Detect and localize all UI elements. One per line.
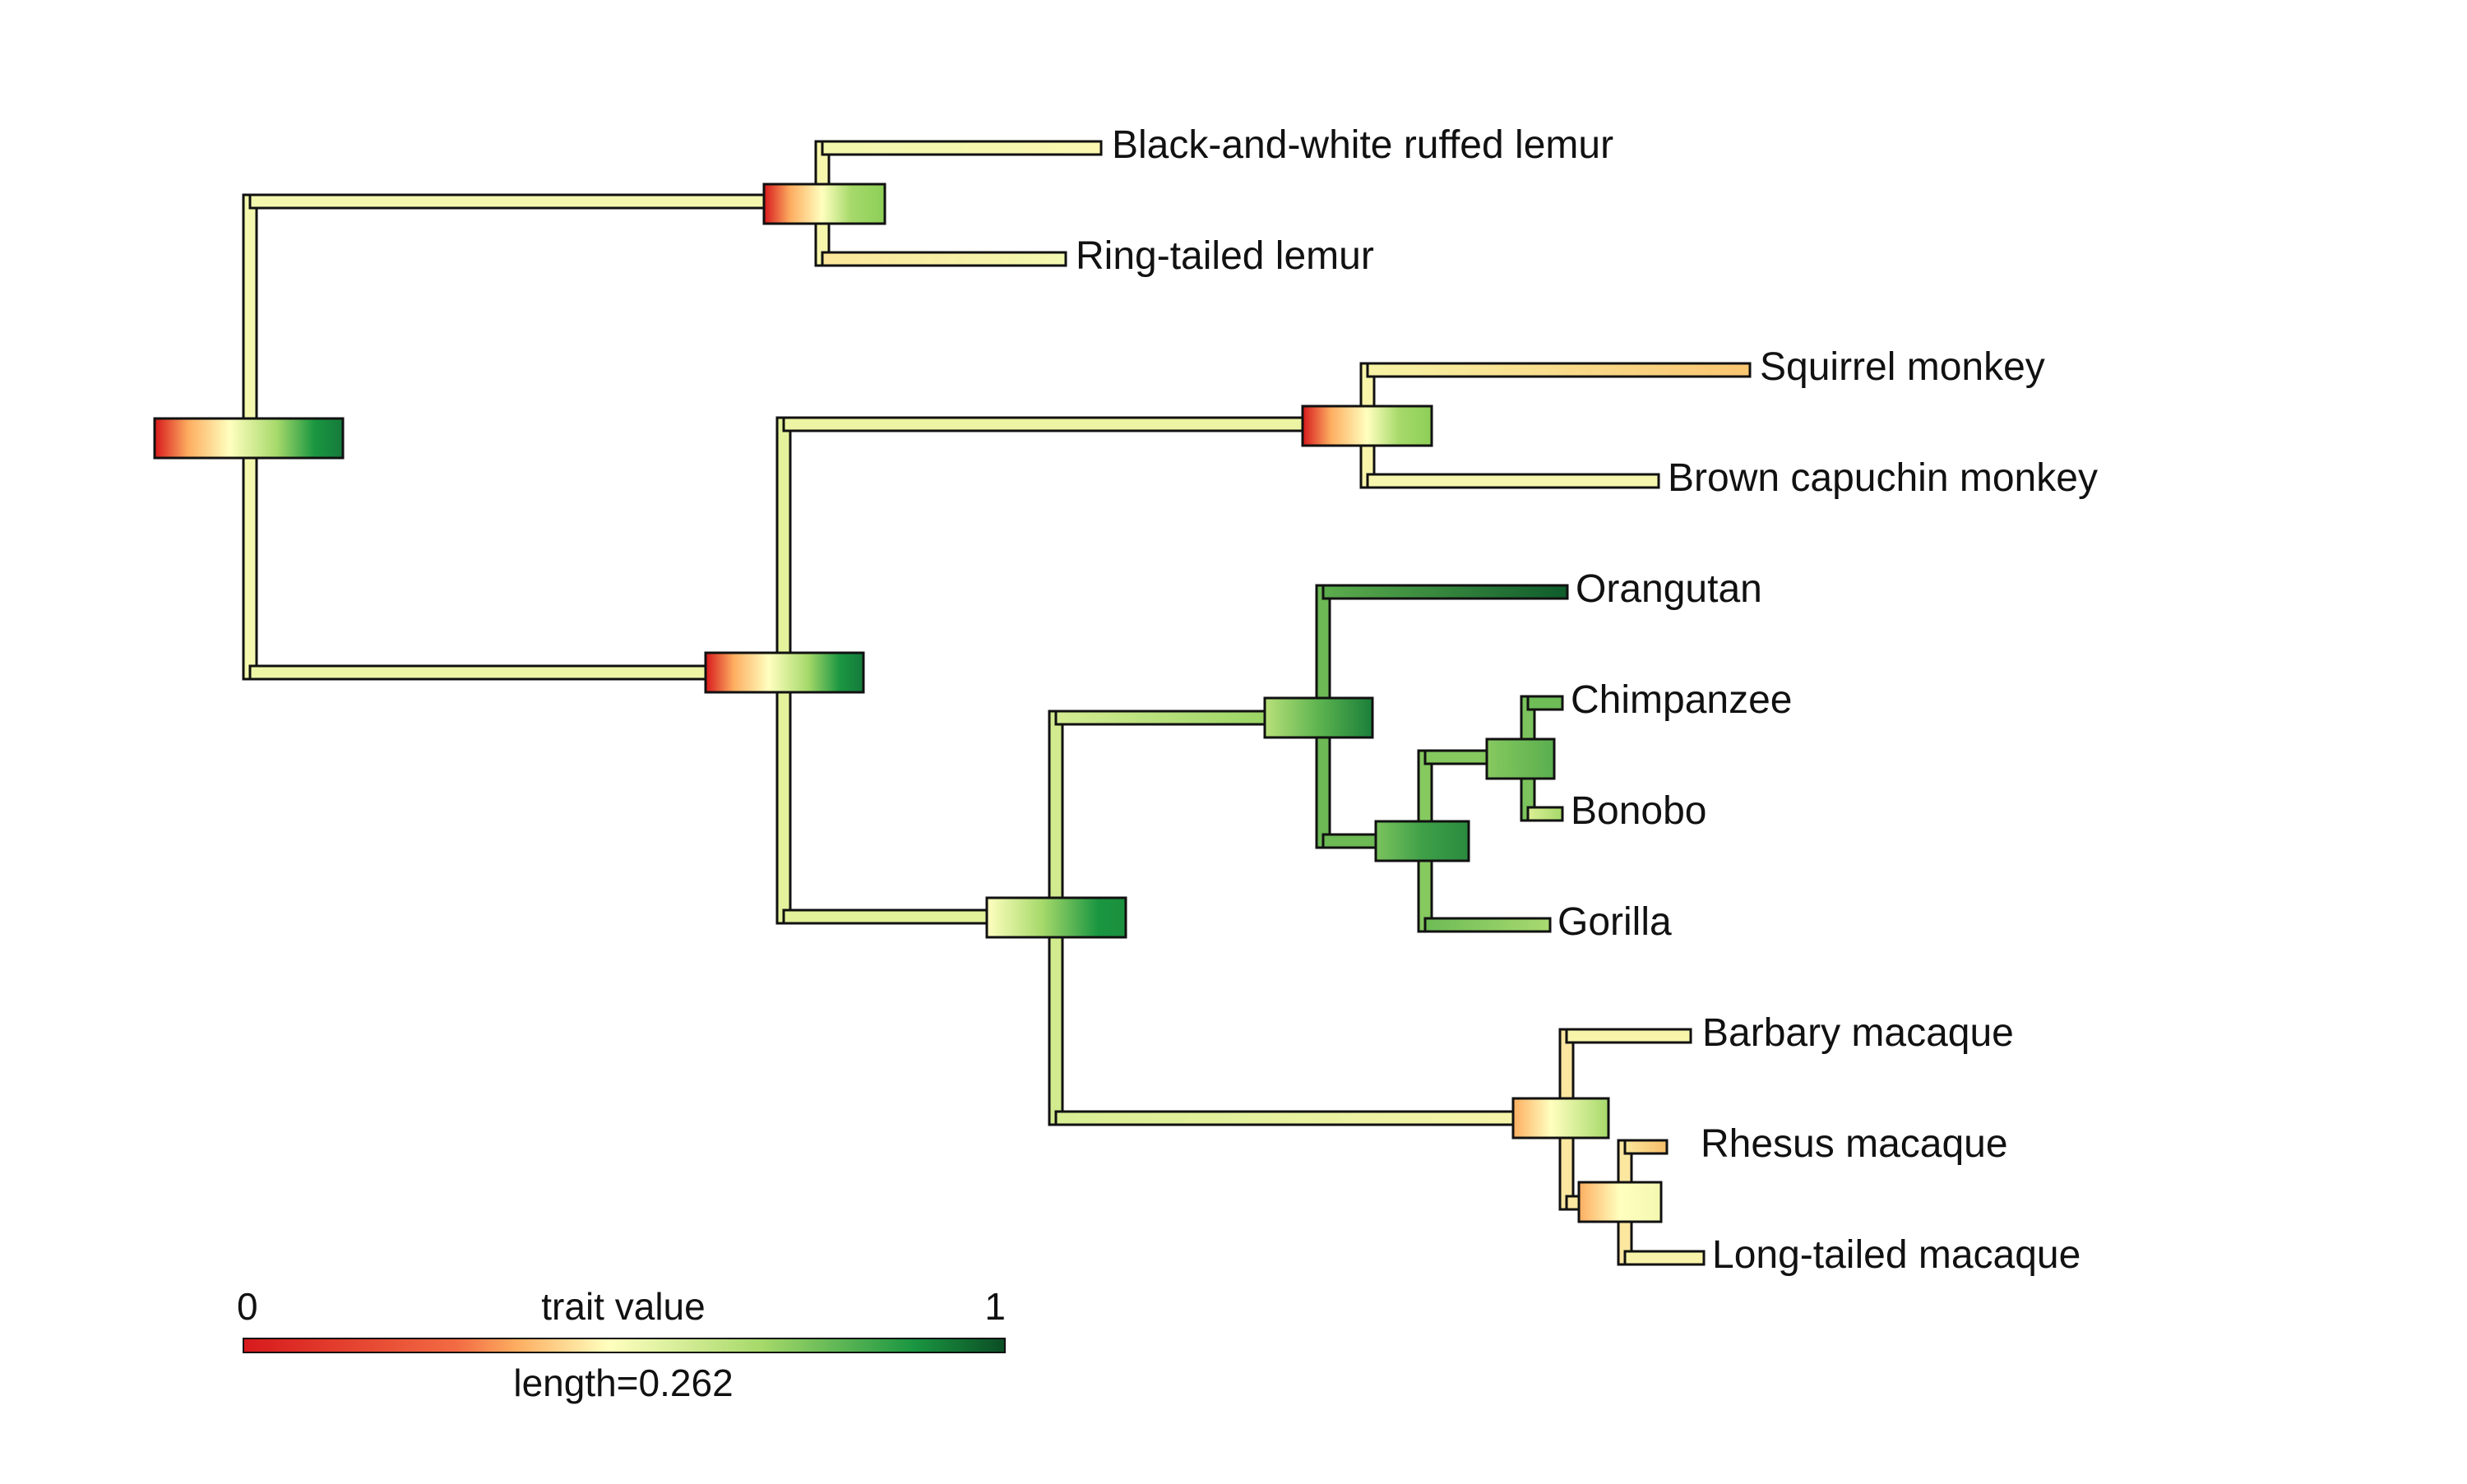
branch-brown-capuchin [1366,473,1660,489]
branch-orangutan [1321,584,1569,600]
node-box-root [153,417,345,460]
legend-title: trait value [541,1285,705,1328]
node-box-lemurs [762,183,886,225]
legend-color-bar [243,1338,1006,1353]
tip-label-squirrel-monkey: Squirrel monkey [1760,345,2045,389]
branch-rhesus-macaque [1623,1139,1669,1155]
tree-branches [242,140,1752,1266]
node-box-apes [1263,696,1374,739]
tip-label-chimpanzee: Chimpanzee [1571,678,1792,722]
node-box-african-apes [1374,820,1470,862]
node-box-new-world [1301,405,1433,447]
node-box-rhesus-longtail [1577,1181,1663,1223]
branch-ruffed-lemur [821,140,1103,156]
branch-to-lemurs [248,193,821,210]
legend-max-label: 1 [984,1285,1006,1328]
tip-label-ring-tailed-lemur: Ring-tailed lemur [1076,234,1374,278]
branch-long-tailed-macaque [1623,1250,1706,1266]
tip-label-long-tailed-macaque: Long-tailed macaque [1712,1233,2081,1277]
branch-squirrel-monkey [1366,362,1752,378]
color-legend: 0 trait value 1 length=0.262 [237,1285,1006,1404]
tip-label-rhesus-macaque: Rhesus macaque [1701,1122,2008,1166]
tip-label-gorilla: Gorilla [1557,900,1672,944]
tip-label-brown-capuchin-monkey: Brown capuchin monkey [1668,456,2098,500]
branch-chimpanzee [1526,695,1564,711]
tree-nodes [153,183,1663,1223]
tip-labels: Black-and-white ruffed lemur Ring-tailed… [1076,123,2098,1277]
node-box-pan [1485,737,1556,780]
tip-label-barbary-macaque: Barbary macaque [1702,1011,2014,1055]
tip-label-black-and-white-ruffed-lemur: Black-and-white ruffed lemur [1112,123,1613,167]
node-box-macaques [1511,1097,1610,1140]
branch-to-new-world [782,416,1334,432]
branch-ring-tailed-lemur [821,251,1067,267]
branch-gorilla [1423,917,1552,933]
branch-barbary-macaque [1565,1028,1692,1044]
tip-label-bonobo: Bonobo [1571,789,1707,833]
node-box-old-world [985,896,1127,939]
branch-to-anthropoids [248,664,760,681]
node-box-anthropoids [704,651,865,694]
branch-to-macaques [1054,1110,1544,1126]
tip-label-orangutan: Orangutan [1576,567,1762,611]
legend-min-label: 0 [237,1285,258,1328]
branch-bonobo [1526,806,1564,822]
legend-length-label: length=0.262 [513,1361,733,1404]
